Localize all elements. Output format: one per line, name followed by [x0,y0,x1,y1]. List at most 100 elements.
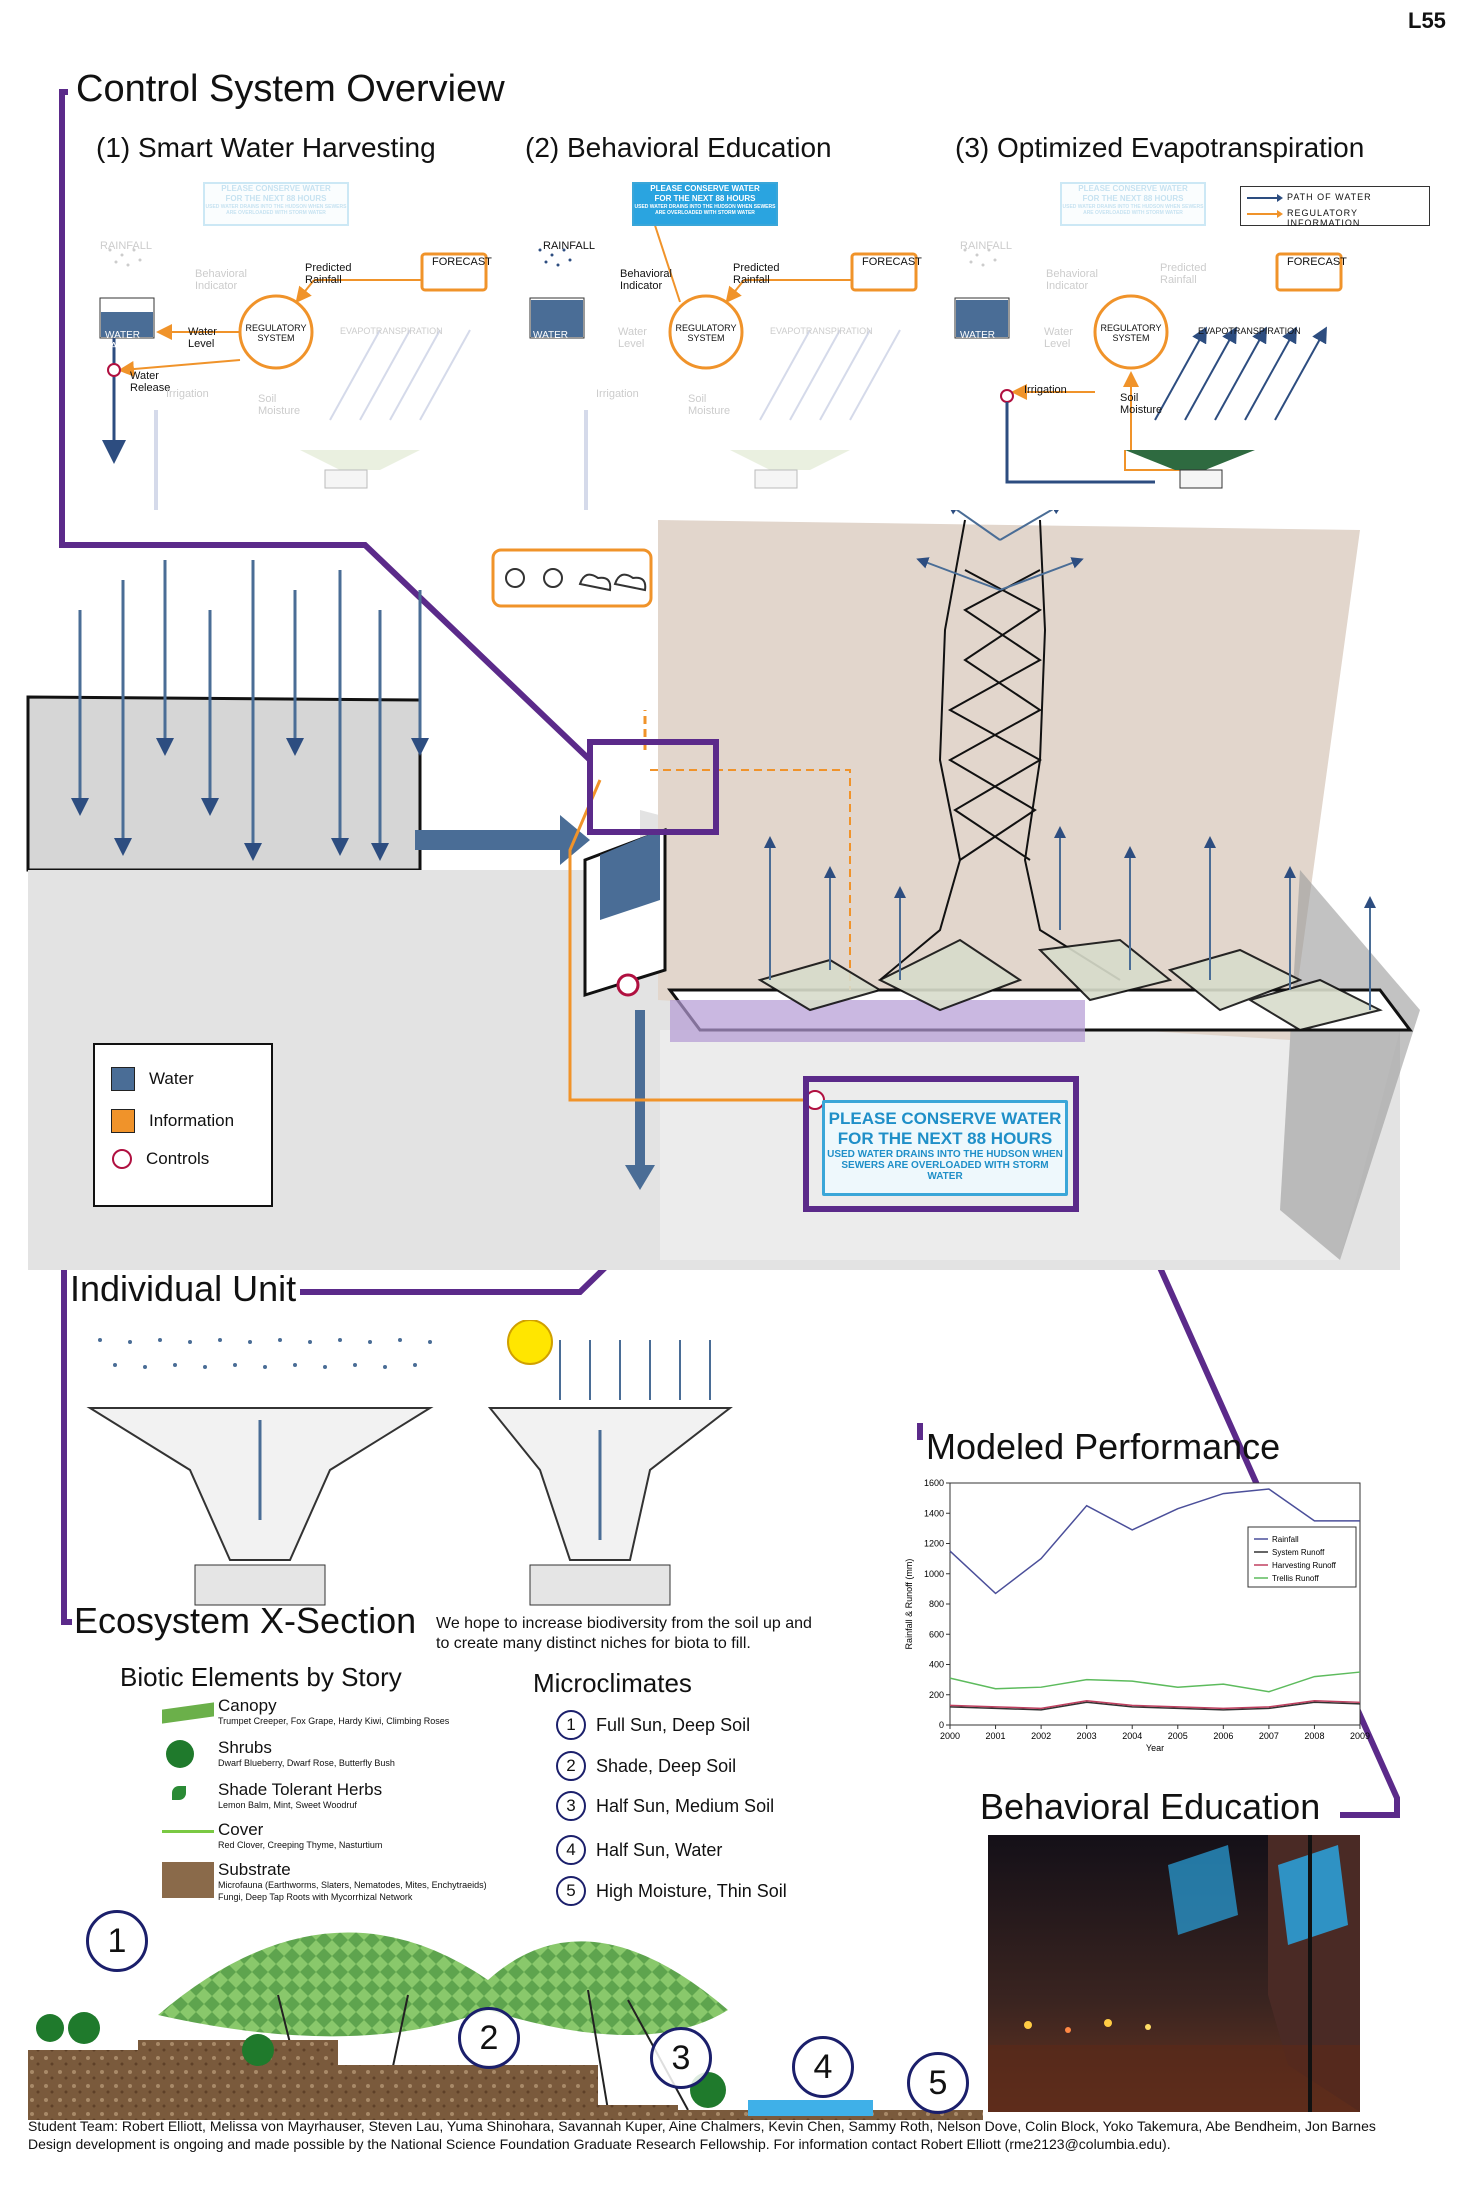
chart-legend-label-2: System Runoff [1272,1548,1325,1557]
micro-label-1: Full Sun, Deep Soil [596,1714,751,1735]
biotic-substrate-desc: Microfauna (Earthworms, Slaters, Nematod… [218,1880,487,1890]
p2-predicted: Predicted Rainfall [733,262,780,286]
individual-unit-diagrams [86,1320,733,1606]
page-id: L55 [1408,8,1446,33]
chart-y-tick-label: 200 [929,1690,944,1700]
p3-evap: EVAPOTRANSPIRATION [1198,326,1301,336]
micro-row-5: 5 High Moisture, Thin Soil [556,1876,787,1906]
p3-mini-sign: PLEASE CONSERVE WATER FOR THE NEXT 88 HO… [1060,182,1206,226]
micro-row-4: 4 Half Sun, Water [556,1835,722,1865]
p2-mini-sign-line3: USED WATER DRAINS INTO THE HUDSON WHEN S… [634,204,776,216]
micro-label-2: Shade, Deep Soil [596,1755,737,1776]
sign-line4: SEWERS ARE OVERLOADED WITH STORM WATER [841,1160,1049,1182]
behavioral-title: Behavioral Education [980,1786,1321,1827]
micro-title: Microclimates [533,1668,692,1698]
chart-x-tick-label: 2003 [1077,1731,1097,1741]
chart-series-line-4 [949,1671,1361,1693]
p2-rainfall: RAINFALL [543,240,595,252]
legend-water-label: Water [149,1069,194,1088]
ecosystem-intro: We hope to increase biodiversity from th… [436,1614,812,1654]
biotic-canopy-name: Canopy [218,1696,277,1715]
legend-information: Information [111,1109,234,1133]
path-legend-water: PATH OF WATER [1287,192,1372,202]
p3-irrigation: Irrigation [1024,384,1067,396]
p2-water-level: Water Level [618,326,647,350]
chart-x-tick-label: 2005 [1168,1731,1188,1741]
p1-regulatory: REGULATORY SYSTEM [245,323,307,343]
ecosystem-intro-line1: We hope to increase biodiversity from th… [436,1615,812,1632]
sign-frame [803,1076,1079,1212]
control-title: Control System Overview [76,68,505,110]
micro-row-2: 2 Shade, Deep Soil [556,1751,736,1781]
micro-num-2: 2 [556,1751,586,1781]
path-legend-arrows [1247,194,1283,218]
substrate-icon [162,1862,214,1898]
chart-x-tick-label: 2008 [1304,1731,1324,1741]
diagram-2 [529,201,918,510]
biotic-title: Biotic Elements by Story [120,1662,402,1692]
p3-mini-sign-line3: USED WATER DRAINS INTO THE HUDSON WHEN S… [1062,204,1204,216]
control-diagrams [99,201,1343,510]
p1-mini-sign-line3: USED WATER DRAINS INTO THE HUDSON WHEN S… [205,204,347,216]
chart-x-tick-label: 2001 [986,1731,1006,1741]
p1-soil: Soil Moisture [258,393,301,417]
shrub-icon [166,1740,194,1768]
p1-predicted: Predicted Rainfall [305,262,352,286]
conservation-sign: PLEASE CONSERVE WATER FOR THE NEXT 88 HO… [822,1100,1068,1196]
diagram-1 [99,248,488,510]
chart-y-tick-label: 800 [929,1599,944,1609]
biotic-shrubs-name: Shrubs [218,1738,272,1757]
micro-label-4: Half Sun, Water [596,1839,723,1860]
p3-soil: Soil Moisture [1120,392,1163,416]
p3-mini-sign-line1: PLEASE CONSERVE WATER [1078,184,1188,193]
p1-behavioral: Behavioral Indicator [195,268,247,292]
chart-y-tick-label: 1600 [924,1478,944,1488]
chart-legend-label-4: Trellis Runoff [1272,1574,1319,1583]
sign-line3: USED WATER DRAINS INTO THE HUDSON WHEN [827,1149,1063,1160]
panel-3-title: (3) Optimized Evapotranspiration [955,132,1365,163]
chart-y-tick-label: 1200 [924,1539,944,1549]
chart-x-tick-label: 2007 [1259,1731,1279,1741]
chart-x-tick-label: 2002 [1031,1731,1051,1741]
cover-icon [162,1830,214,1833]
p1-evap: EVAPOTRANSPIRATION [340,326,443,336]
chart-series-line-2 [949,1701,1361,1711]
p1-water-tank: WATER TANK [105,330,140,352]
performance-title: Modeled Performance [926,1426,1281,1467]
p3-behavioral: Behavioral Indicator [1046,268,1098,292]
chart-x-label: Year [1146,1743,1164,1753]
xsec-number-1: 1 [86,1910,148,1972]
xsec-number-4: 4 [792,2036,854,2098]
p1-mini-sign-line2: FOR THE NEXT 88 HOURS [225,194,327,203]
p3-mini-sign-line2: FOR THE NEXT 88 HOURS [1082,194,1184,203]
chart-legend-label-3: Harvesting Runoff [1272,1561,1337,1570]
p1-mini-sign-line1: PLEASE CONSERVE WATER [221,184,331,193]
p2-behavioral: Behavioral Indicator [620,268,672,292]
p2-regulatory: REGULATORY SYSTEM [675,323,737,343]
p2-water-tank: WATER TANK [533,330,568,352]
footer: Student Team: Robert Elliott, Melissa vo… [28,2117,1448,2153]
p1-rainfall: RAINFALL [100,240,152,252]
chart-legend [1247,1526,1357,1588]
legend-info-label: Information [149,1111,235,1130]
biotic-shrubs-desc: Dwarf Blueberry, Dwarf Rose, Butterfly B… [218,1758,395,1768]
path-legend-info: REGULATORY INFORMATION [1287,208,1361,228]
cross-section [28,1932,983,2120]
micro-num-3: 3 [556,1791,586,1821]
p2-mini-sign-line2: FOR THE NEXT 88 HOURS [654,194,756,203]
panel-2-title: (2) Behavioral Education [525,132,832,163]
chart-legend-label-1: Rainfall [1272,1535,1299,1544]
micro-label-5: High Moisture, Thin Soil [596,1880,787,1901]
biotic-substrate-name: Substrate [218,1860,291,1879]
sign-line1: PLEASE CONSERVE WATER [828,1109,1062,1128]
legend-info-swatch [111,1109,135,1133]
chart-x-tick-label: 2006 [1213,1731,1233,1741]
chart-series-line-1 [949,1488,1360,1595]
biotic-canopy-desc: Trumpet Creeper, Fox Grape, Hardy Kiwi, … [218,1716,450,1726]
legend: Water Information Controls [93,1043,273,1207]
legend-controls: Controls [111,1149,209,1169]
chart-y-tick-label: 1400 [924,1508,944,1518]
xsec-number-3: 3 [650,2027,712,2089]
